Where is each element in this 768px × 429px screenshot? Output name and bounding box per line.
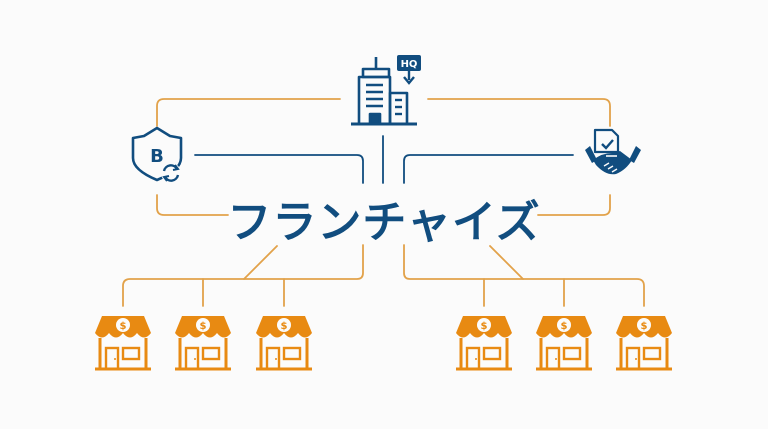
dollar-sign: $ xyxy=(120,321,127,332)
store-door xyxy=(184,346,200,371)
dollar-sign: $ xyxy=(641,321,648,332)
store-door xyxy=(265,346,281,371)
store-connectors xyxy=(122,244,645,307)
store-window xyxy=(201,346,221,361)
dollar-coin-icon xyxy=(557,318,571,332)
office-building-icon xyxy=(351,57,417,126)
store-window xyxy=(562,346,582,361)
brand-letter: B xyxy=(150,146,164,167)
dollar-sign: $ xyxy=(481,321,488,332)
store-icon: $ xyxy=(456,316,512,371)
store-door xyxy=(545,346,561,371)
dollar-coin-icon xyxy=(637,318,651,332)
connector-right-diagonal xyxy=(489,245,524,280)
dollar-coin-icon xyxy=(477,318,491,332)
contract-handshake-icon xyxy=(585,128,641,175)
connector-right-branch xyxy=(403,244,645,307)
store-icon: $ xyxy=(256,316,312,371)
store-door xyxy=(104,346,120,371)
connector-contract-title xyxy=(537,194,611,216)
blue-connectors xyxy=(194,135,574,184)
refresh-icon xyxy=(162,164,180,182)
connector-left-branch xyxy=(122,244,364,307)
store-icon: $ xyxy=(95,316,151,371)
store-door xyxy=(465,346,481,371)
connector-hq-contract xyxy=(427,98,611,127)
store-icon: $ xyxy=(616,316,672,371)
connector-contract-center xyxy=(403,154,574,184)
connector-brand-center xyxy=(194,154,364,184)
store-window xyxy=(642,346,662,361)
connector-brand-title xyxy=(156,194,229,216)
store-icon: $ xyxy=(536,316,592,371)
dollar-sign: $ xyxy=(200,321,207,332)
store-icon: $ xyxy=(175,316,231,371)
store-window xyxy=(121,346,141,361)
shield-brand-icon: B xyxy=(131,126,183,183)
dollar-coin-icon xyxy=(116,318,130,332)
dollar-coin-icon xyxy=(277,318,291,332)
connector-hq-brand xyxy=(156,98,341,127)
dollar-sign: $ xyxy=(561,321,568,332)
hq-badge-label: HQ xyxy=(401,59,418,70)
diagram-title: フランチャイズ xyxy=(227,197,541,248)
dollar-coin-icon xyxy=(196,318,210,332)
dollar-sign: $ xyxy=(281,321,288,332)
hq-badge: HQ xyxy=(397,55,421,85)
store-door xyxy=(625,346,641,371)
store-window xyxy=(282,346,302,361)
top-connectors xyxy=(156,98,611,216)
store-window xyxy=(482,346,502,361)
stores: $ $ $ $ $ $ xyxy=(95,316,672,371)
connector-left-diagonal xyxy=(243,245,278,280)
